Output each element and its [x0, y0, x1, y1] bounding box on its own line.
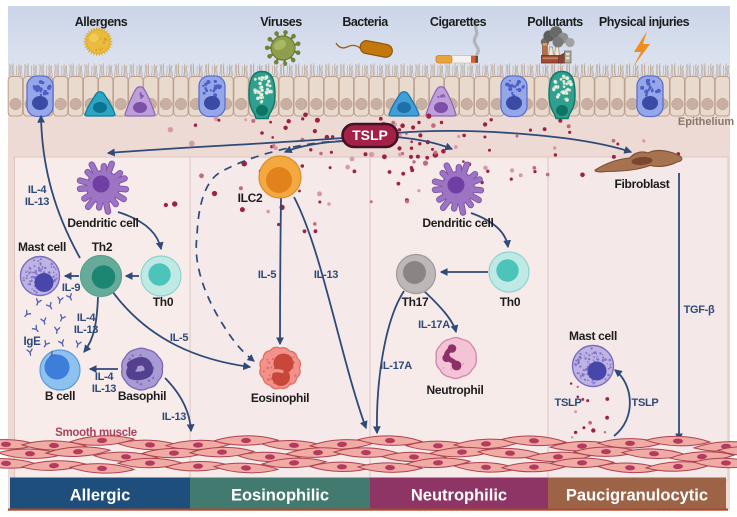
svg-text:Th2: Th2: [92, 240, 113, 254]
svg-text:TSLP: TSLP: [352, 127, 388, 143]
svg-text:IL-4: IL-4: [95, 371, 115, 383]
svg-text:Paucigranulocytic: Paucigranulocytic: [566, 487, 708, 505]
svg-text:IL-13: IL-13: [92, 383, 116, 395]
svg-text:TSLP: TSLP: [632, 397, 659, 409]
svg-text:IgE: IgE: [24, 336, 42, 348]
svg-text:IL-4: IL-4: [77, 312, 97, 324]
svg-text:Th17: Th17: [402, 295, 429, 309]
svg-text:Eosinophil: Eosinophil: [251, 391, 309, 405]
svg-text:Physical injuries: Physical injuries: [599, 15, 690, 29]
svg-text:Mast cell: Mast cell: [569, 329, 617, 343]
svg-text:Neutrophilic: Neutrophilic: [411, 487, 507, 505]
svg-text:Mast cell: Mast cell: [18, 240, 66, 254]
svg-text:Dendritic cell: Dendritic cell: [67, 216, 138, 230]
svg-text:IL-9: IL-9: [62, 282, 81, 294]
svg-text:IL-17A: IL-17A: [380, 360, 412, 372]
svg-text:Smooth muscle: Smooth muscle: [55, 427, 137, 439]
svg-text:Th0: Th0: [153, 295, 174, 309]
svg-text:Basophil: Basophil: [118, 389, 166, 403]
svg-text:IL-13: IL-13: [25, 196, 49, 208]
svg-text:ILC2: ILC2: [238, 191, 263, 205]
svg-text:Bacteria: Bacteria: [342, 15, 389, 29]
svg-text:Neutrophil: Neutrophil: [427, 383, 484, 397]
svg-text:IL-5: IL-5: [258, 269, 277, 281]
svg-text:TGF-β: TGF-β: [684, 304, 715, 316]
svg-text:Allergic: Allergic: [70, 487, 131, 505]
svg-text:IL-13: IL-13: [74, 324, 98, 336]
svg-text:Viruses: Viruses: [260, 15, 302, 29]
svg-text:IL-4: IL-4: [28, 184, 48, 196]
svg-text:TSLP: TSLP: [555, 397, 582, 409]
svg-text:IL-13: IL-13: [162, 411, 186, 423]
svg-text:Pollutants: Pollutants: [527, 15, 583, 29]
svg-text:Epithelium: Epithelium: [678, 116, 734, 128]
svg-text:Dendritic cell: Dendritic cell: [422, 216, 493, 230]
svg-text:Eosinophilic: Eosinophilic: [231, 487, 329, 505]
svg-text:IL-13: IL-13: [314, 269, 338, 281]
svg-text:Cigarettes: Cigarettes: [430, 15, 487, 29]
svg-text:Fibroblast: Fibroblast: [614, 177, 669, 191]
svg-text:IL-17A: IL-17A: [418, 319, 450, 331]
svg-text:IL-5: IL-5: [170, 332, 189, 344]
svg-text:Allergens: Allergens: [75, 15, 128, 29]
svg-text:B cell: B cell: [45, 389, 75, 403]
svg-text:Th0: Th0: [500, 295, 521, 309]
